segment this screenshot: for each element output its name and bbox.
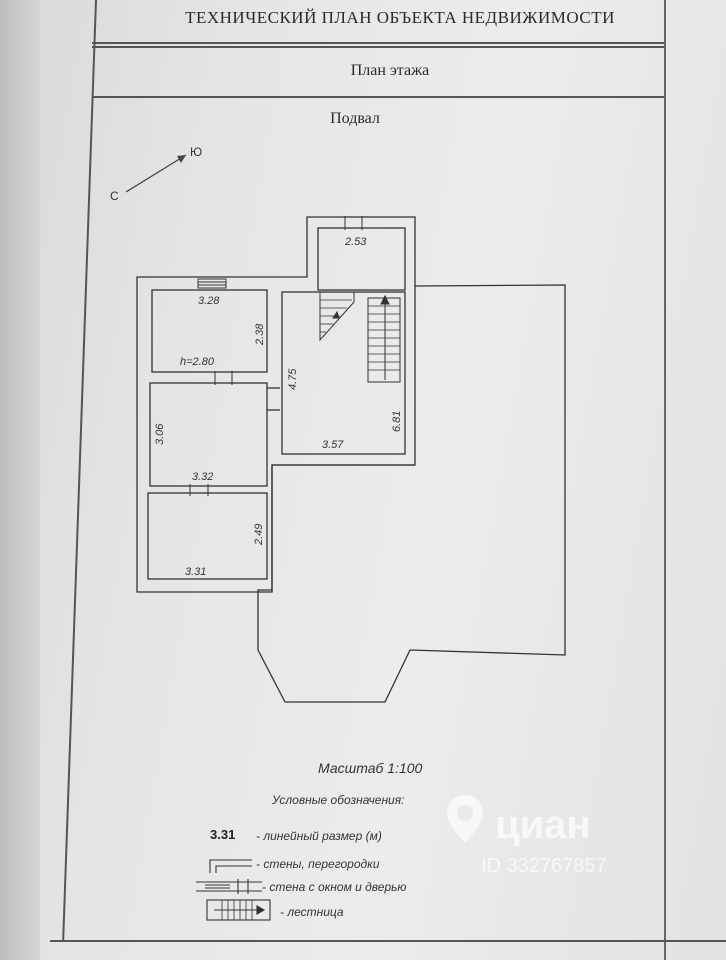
legend-item-dimension: - линейный размер (м) — [256, 829, 382, 843]
compass-arrow-icon: Ю С — [110, 145, 202, 203]
annex-outline — [257, 284, 566, 703]
scale-label: Масштаб 1:100 — [318, 760, 423, 776]
dim-stair-hall-depth: 6.81 — [391, 411, 403, 432]
dim-stair-hall-side: 4.75 — [287, 368, 299, 390]
plan-subtitle: План этажа — [350, 62, 430, 79]
building-walls — [136, 216, 416, 593]
legend-sample-dimension: 3.31 — [210, 827, 236, 842]
watermark-brand: циан — [495, 803, 591, 847]
staircase — [319, 291, 401, 383]
wall-openings — [189, 216, 363, 496]
frame-right-line — [664, 0, 666, 960]
dim-room3-depth: 2.49 — [253, 524, 265, 546]
compass-north-label: С — [110, 189, 119, 203]
page-fold-shadow — [0, 0, 40, 960]
dim-room1-height: h=2.80 — [180, 356, 215, 368]
legend-symbols — [196, 859, 271, 921]
dim-stair-hall-width: 3.57 — [322, 439, 344, 451]
title-rule-top — [92, 42, 664, 44]
legend-title: Условные обозначения: — [272, 793, 405, 807]
subtitle-rule — [92, 96, 664, 98]
dim-room3-width: 3.31 — [185, 566, 206, 578]
watermark-id: ID 332767857 — [481, 855, 607, 877]
location-pin-icon — [447, 795, 483, 843]
dim-room1-depth: 2.38 — [254, 323, 266, 346]
title-rule-second — [92, 46, 664, 48]
dim-top-room-width: 2.53 — [344, 236, 367, 248]
dim-room1-width: 3.28 — [198, 295, 220, 307]
frame-bottom-line — [50, 940, 726, 942]
document-title: ТЕХНИЧЕСКИЙ ПЛАН ОБЪЕКТА НЕДВИЖИМОСТИ — [185, 8, 615, 27]
compass-south-label: Ю — [190, 145, 202, 159]
legend-item-stairs: - лестница — [280, 905, 344, 919]
floor-name: Подвал — [330, 110, 380, 127]
legend-item-wall-window-door: - стена с окном и дверью — [262, 880, 407, 894]
dim-room2-width: 3.32 — [192, 471, 213, 483]
dim-room2-depth: 3.06 — [154, 423, 166, 445]
legend-item-walls: - стены, перегородки — [256, 857, 380, 871]
